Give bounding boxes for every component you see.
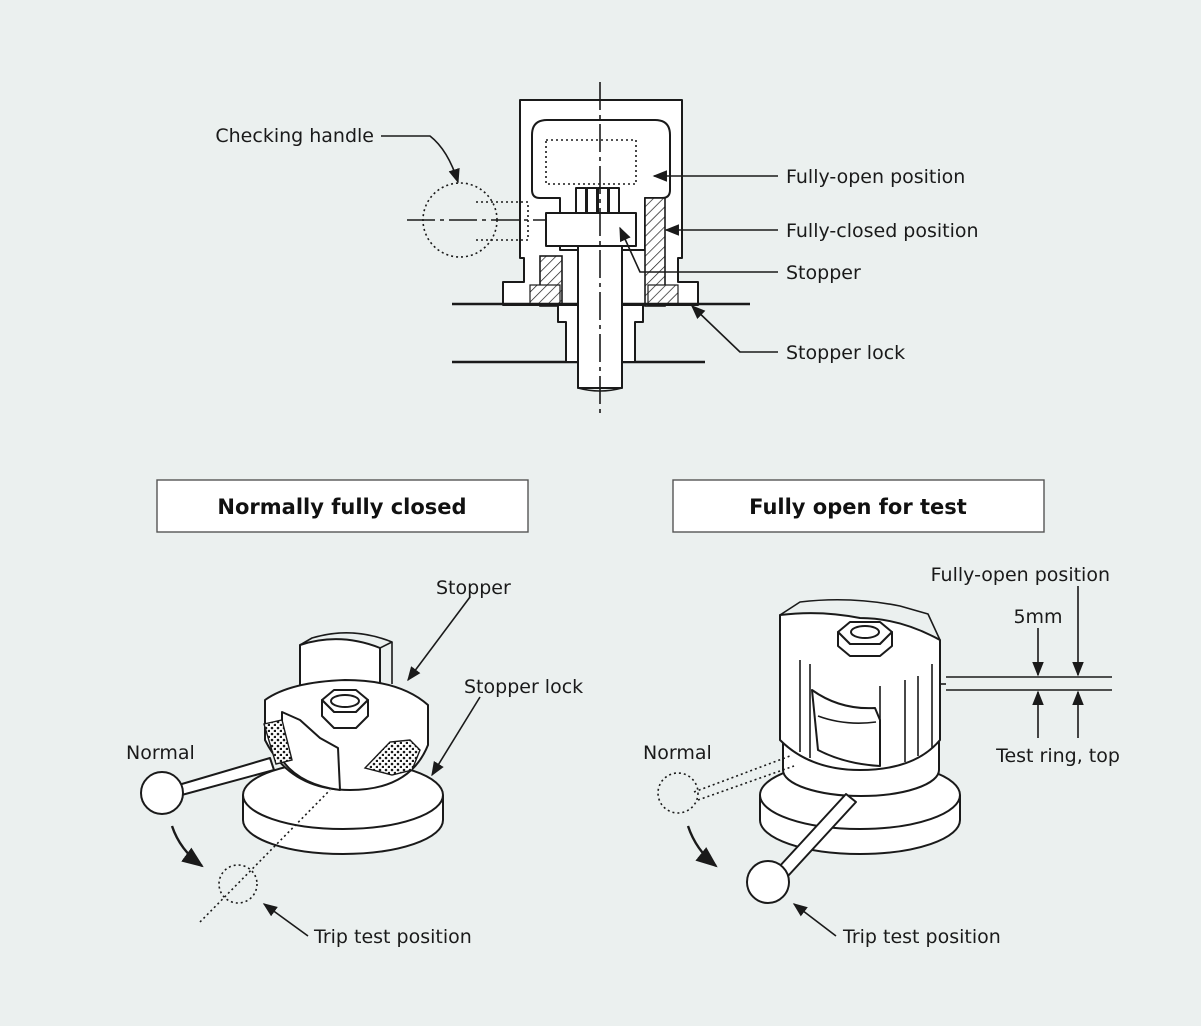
normally-closed-illustration: Stopper Stopper lock Normal Trip test po… — [126, 577, 583, 948]
label-checking-handle: Checking handle — [215, 125, 374, 147]
label-stopper-lock-left: Stopper lock — [464, 676, 583, 698]
label-normal-right: Normal — [643, 742, 712, 764]
fully-open-illustration: Fully-open position 5mm Test ring, top N… — [643, 564, 1120, 948]
title-fully-open-for-test: Fully open for test — [749, 495, 967, 519]
cross-section-diagram: Checking handle Fully-open position Full… — [215, 82, 979, 418]
title-box-fully-open: Fully open for test — [672, 479, 1045, 533]
label-dimension-5mm: 5mm — [1013, 606, 1062, 628]
label-trip-test-position-left: Trip test position — [313, 926, 472, 948]
label-stopper: Stopper — [786, 262, 861, 284]
label-stopper-lock: Stopper lock — [786, 342, 905, 364]
title-normally-fully-closed: Normally fully closed — [217, 495, 466, 519]
label-test-ring-top: Test ring, top — [995, 745, 1120, 767]
label-fully-open-position: Fully-open position — [786, 166, 965, 188]
label-trip-test-position-right: Trip test position — [842, 926, 1001, 948]
label-normal-left: Normal — [126, 742, 195, 764]
title-box-normally-closed: Normally fully closed — [156, 479, 529, 533]
label-stopper-left: Stopper — [436, 577, 511, 599]
label-fully-open-position-right: Fully-open position — [931, 564, 1110, 586]
label-fully-closed-position: Fully-closed position — [786, 220, 979, 242]
